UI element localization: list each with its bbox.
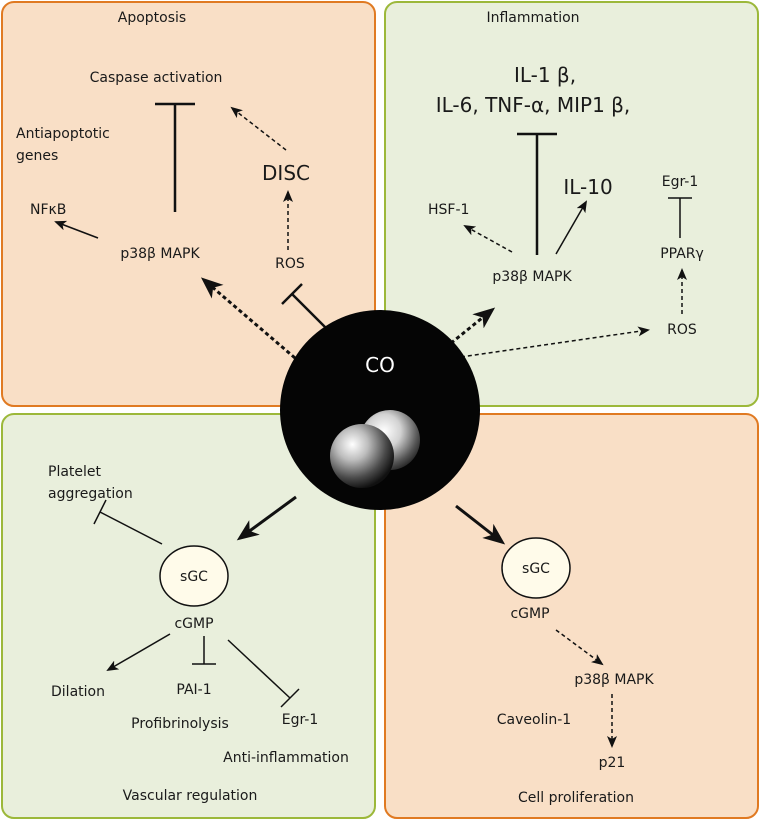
vascular-sgc-label: sGC (180, 569, 208, 585)
inflammation-edges (439, 132, 692, 359)
p21-label: p21 (599, 755, 626, 771)
il10-label: IL-10 (563, 175, 612, 199)
vascular-title: Vascular regulation (123, 788, 258, 804)
co-label: CO (365, 353, 395, 377)
co-sphere-carbon-icon (330, 424, 394, 488)
disc-label: DISC (262, 161, 310, 185)
dilation-label: Dilation (51, 684, 105, 700)
apop-ros-label: ROS (275, 256, 305, 272)
apoptosis-panel (1, 1, 376, 407)
prolif-sgc-node (501, 537, 571, 599)
prolif-sgc-label: sGC (522, 561, 550, 577)
antiapoptotic-label-2: genes (16, 148, 58, 164)
proliferation-panel (384, 413, 759, 819)
platelet-label-1: Platelet (48, 464, 102, 480)
apoptosis-title: Apoptosis (118, 10, 186, 26)
co-molecule: CO (280, 310, 480, 510)
infl-ros-label: ROS (667, 322, 697, 338)
apop-p38-label: p38β MAPK (120, 246, 200, 262)
vasc-egr1-label: Egr-1 (282, 712, 319, 728)
co-center-circle (280, 310, 480, 510)
profibrinolysis-label: Profibrinolysis (131, 716, 229, 732)
prolif-cgmp-label: cGMP (510, 606, 549, 622)
vascular-cgmp-label: cGMP (174, 616, 213, 632)
vascular-edges (93, 495, 300, 708)
hsf1-label: HSF-1 (428, 202, 469, 218)
cytokines-label-2: IL-6, TNF-α, MIP1 β, (436, 93, 631, 117)
caspase-label: Caspase activation (90, 70, 223, 86)
vascular-panel (1, 413, 376, 819)
platelet-label-2: aggregation (48, 486, 133, 502)
inflammation-panel (384, 1, 759, 407)
infl-p38-label: p38β MAPK (492, 269, 572, 285)
pai1-label: PAI-1 (176, 682, 211, 698)
caveolin-label: Caveolin-1 (497, 712, 571, 728)
proliferation-edges (455, 504, 617, 748)
ppar-label: PPARγ (660, 246, 704, 262)
vascular-sgc-node (159, 545, 229, 607)
antiinflammation-label: Anti-inflammation (223, 750, 349, 766)
antiapoptotic-label-1: Antiapoptotic (16, 126, 110, 142)
nfkb-label: NFκB (30, 202, 66, 218)
cytokines-label-1: IL-1 β, (514, 63, 576, 87)
inflammation-title: Inflammation (486, 10, 579, 26)
prolif-p38-label: p38β MAPK (574, 672, 654, 688)
infl-egr1-label: Egr-1 (662, 174, 699, 190)
proliferation-title: Cell proliferation (518, 790, 634, 806)
